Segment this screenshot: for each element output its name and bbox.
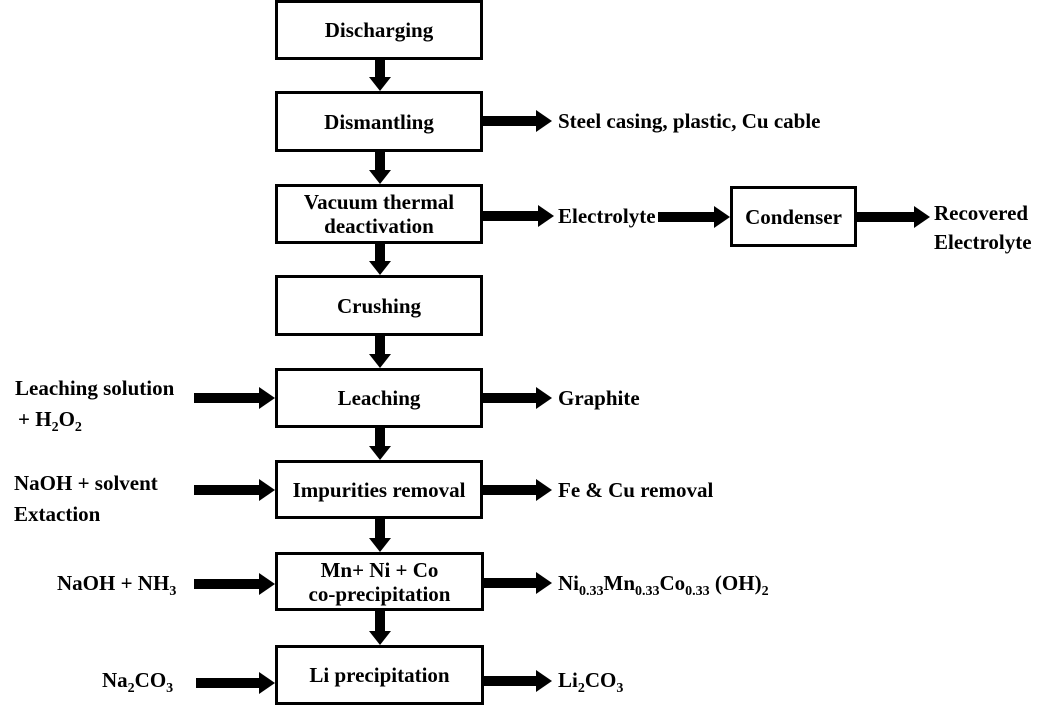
formula-part: Co [659,571,686,595]
input-liprecip: Na2CO3 [102,666,174,696]
step-label: Discharging [324,18,434,42]
formula-sub: 3 [169,584,177,599]
step-label: Crushing [336,293,422,318]
formula-part: Na [102,668,128,692]
condenser-box: Condenser [730,186,857,247]
condenser-label: Condenser [745,204,842,229]
step-label: Dismantling [324,109,434,134]
input-coprecip: NaOH + NH3 [57,569,177,599]
output-recovered-line2: Electrolyte [934,230,1032,254]
input-leaching-line1: Leaching solution [15,376,175,400]
step-label-line1: Vacuum thermal [303,190,455,214]
step-impurities-removal: Impurities removal [275,460,483,519]
formula-part: CO [584,668,617,692]
input-impurities-line2: Extaction [14,502,101,526]
formula-sub: 2 [577,681,585,696]
formula-part: Mn [603,571,636,595]
formula-part: (OH) [709,571,762,595]
formula-sub: 2 [127,681,135,696]
formula-part: NaOH + NH [57,571,170,595]
formula-sub: 0.33 [635,584,660,599]
formula-part: + H [18,407,52,431]
formula-sub: 0.33 [579,584,604,599]
formula-part: CO [134,668,167,692]
step-label-line2: co-precipitation [308,581,451,606]
step-label: Leaching [337,386,421,410]
step-label-line2: deactivation [324,214,434,238]
output-nmc-hydroxide: Ni0.33Mn0.33Co0.33 (OH)2 [558,569,769,599]
step-crushing: Crushing [275,275,483,336]
formula-sub: 0.33 [685,584,710,599]
step-label-line1: Mn+ Ni + Co [320,557,439,582]
output-fe-cu-removal: Fe & Cu removal [558,478,714,502]
step-label: Impurities removal [292,477,466,502]
output-recovered-line1: Recovered [934,201,1029,225]
formula-part: O [58,407,75,431]
output-electrolyte: Electrolyte [558,204,656,228]
step-discharging: Discharging [275,0,483,60]
output-graphite: Graphite [558,386,640,410]
step-dismantling: Dismantling [275,91,483,152]
formula-part: Li [558,668,578,692]
formula-sub: 2 [74,420,82,435]
step-li-precipitation: Li precipitation [275,645,484,705]
formula-sub: 3 [616,681,624,696]
formula-sub: 2 [51,420,59,435]
input-leaching-line2: + H2O2 [18,405,82,435]
output-li2co3: Li2CO3 [558,666,624,696]
step-leaching: Leaching [275,368,483,428]
formula-part: Ni [558,571,579,595]
step-label: Li precipitation [309,663,450,687]
formula-sub: 2 [761,584,769,599]
input-impurities-line1: NaOH + solvent [14,471,158,495]
formula-sub: 3 [166,681,174,696]
output-dismantling: Steel casing, plastic, Cu cable [558,109,821,133]
